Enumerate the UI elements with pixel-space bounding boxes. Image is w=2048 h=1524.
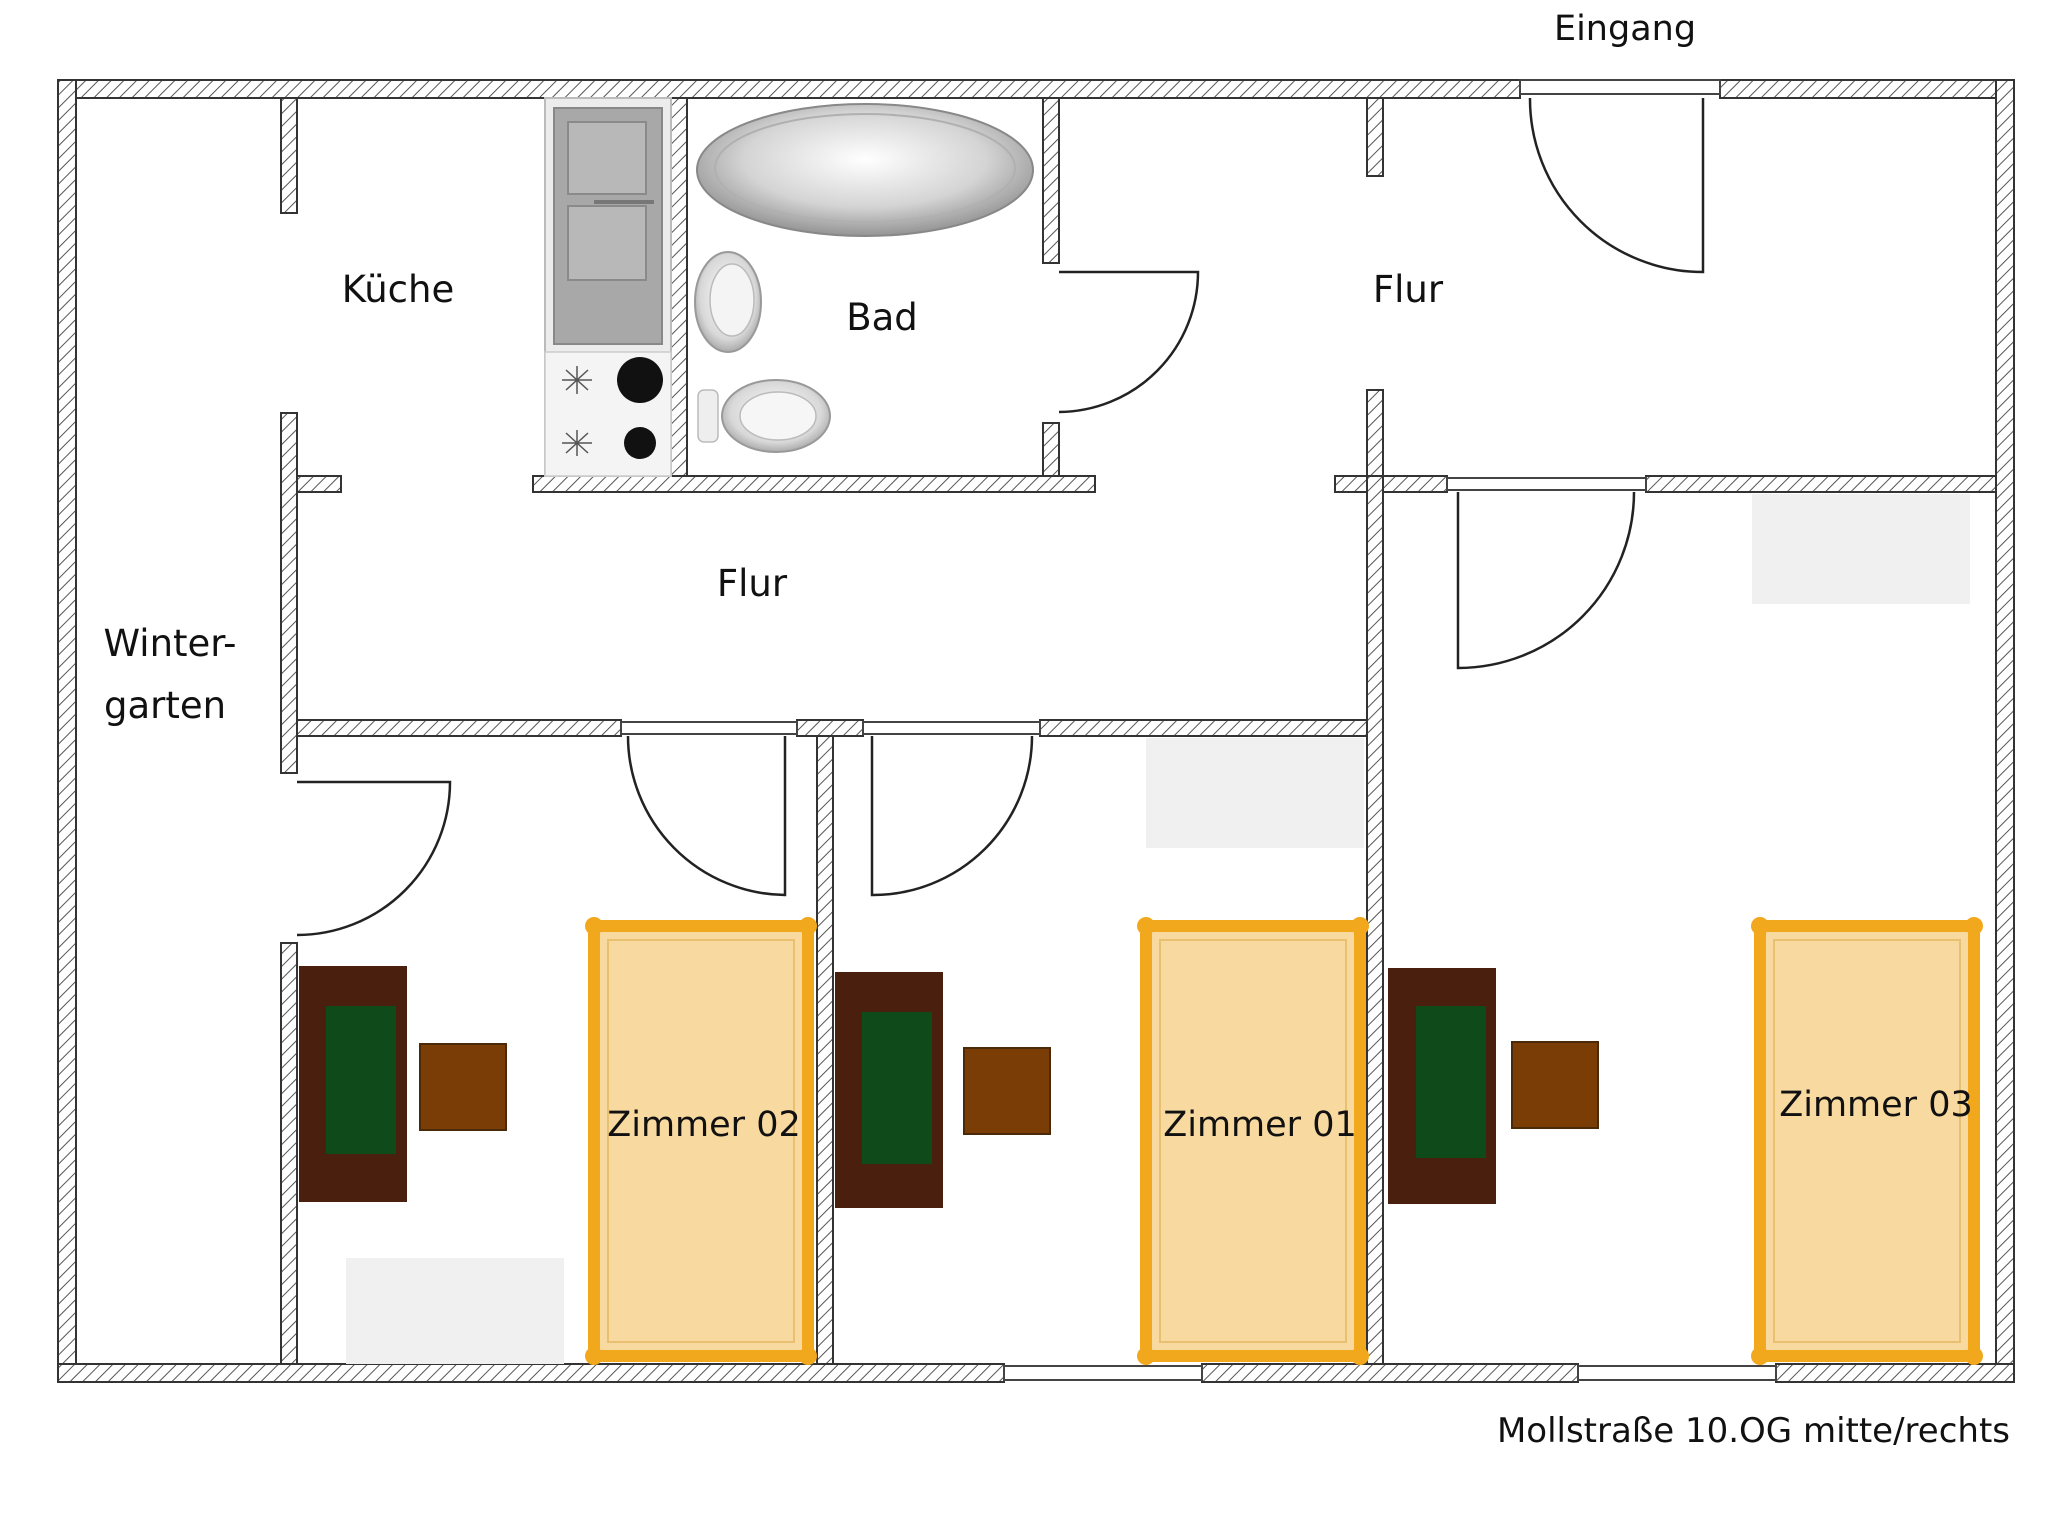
label-room-03: Zimmer 03: [1779, 1085, 1972, 1125]
bed-post: [1965, 917, 1983, 935]
door-room02: [626, 735, 787, 897]
chair: [963, 1047, 1051, 1135]
outer-wall-top-left: [57, 79, 1521, 99]
wall-hall-divider-upper: [1366, 97, 1384, 177]
fridge-door-lower: [567, 205, 647, 281]
toilet-seat: [739, 391, 817, 441]
door-bath: [1058, 270, 1200, 414]
bed-room03: [1751, 917, 1983, 1365]
caption: Mollstraße 10.OG mitte/rechts: [1497, 1411, 2010, 1451]
bed-post: [1351, 1347, 1369, 1365]
bed-post: [1351, 917, 1369, 935]
wall-room02-top-left: [296, 719, 622, 737]
label-hall-lower: Flur: [717, 562, 788, 605]
washbasin-inner: [709, 263, 755, 337]
desk-room03: [1388, 968, 1599, 1204]
wall-bath-right-lower: [1042, 422, 1060, 477]
toilet-tank: [697, 389, 719, 443]
wardrobe-room03: [1752, 494, 1970, 604]
stove-knob-icon-2: [562, 430, 592, 456]
window-bottom-room01: [1003, 1365, 1203, 1381]
bathtub-inner: [714, 113, 1016, 223]
door-room01: [870, 735, 1034, 897]
desk-inner: [862, 1012, 932, 1164]
window-bottom-room03: [1577, 1365, 1777, 1381]
wardrobe-room01: [1146, 738, 1364, 848]
desk-inner: [326, 1006, 396, 1154]
stove-burner-small: [624, 427, 656, 459]
wall-bath-right-upper: [1042, 97, 1060, 264]
chair: [419, 1043, 507, 1131]
door-swings: [296, 97, 1705, 937]
door-frame-room03: [1446, 477, 1647, 491]
door-frame-room02: [620, 721, 798, 735]
wall-room03-top-right: [1645, 475, 1997, 493]
bed-mattress: [607, 939, 795, 1343]
bed-post: [585, 1347, 603, 1365]
wall-wintergarden-upper: [280, 97, 298, 214]
label-hall-upper: Flur: [1373, 268, 1444, 311]
wall-room02-room01: [816, 735, 834, 1365]
wall-corridor-right: [1366, 475, 1384, 1365]
fridge-door-upper: [567, 121, 647, 195]
bed-mattress: [1773, 939, 1961, 1343]
bed-post: [1137, 917, 1155, 935]
desk-room02: [299, 966, 507, 1202]
label-wintergarden-line1: Winter-: [104, 622, 237, 665]
desk-inner: [1416, 1006, 1486, 1158]
label-room-02: Zimmer 02: [607, 1105, 800, 1145]
label-bathroom: Bad: [846, 296, 918, 339]
wall-room02-top-right: [796, 719, 864, 737]
wall-kitchen-bottom-stub: [296, 475, 342, 493]
bed-room02: [585, 917, 817, 1365]
stove-knob-icon: [562, 366, 592, 394]
bed-post: [585, 917, 603, 935]
label-entrance: Eingang: [1554, 9, 1696, 49]
bed-post: [799, 1347, 817, 1365]
bed-post: [1751, 1347, 1769, 1365]
outer-wall-right: [1995, 79, 2015, 1383]
fridge-handle: [594, 200, 654, 204]
label-room-01: Zimmer 01: [1163, 1105, 1356, 1145]
windows: [620, 79, 1777, 1381]
outer-wall-left: [57, 79, 77, 1383]
bed-post: [1965, 1347, 1983, 1365]
door-room03: [1456, 491, 1636, 670]
bed-post: [1137, 1347, 1155, 1365]
outer-wall-bottom-1: [57, 1363, 1005, 1383]
wall-wintergarden-lower: [280, 942, 298, 1365]
wall-kitchen-bath: [670, 97, 688, 477]
entrance-door-frame: [1519, 79, 1721, 95]
door-wintergarden: [296, 780, 452, 937]
outer-wall-bottom-3: [1775, 1363, 2015, 1383]
desk-room01: [835, 972, 1051, 1208]
bed-post: [799, 917, 817, 935]
wall-wintergarden-mid: [280, 412, 298, 774]
kitchen-fixtures: [544, 97, 672, 477]
label-kitchen: Küche: [342, 268, 454, 311]
label-wintergarden-line2: garten: [104, 684, 226, 727]
door-entrance: [1528, 97, 1705, 274]
chair: [1511, 1041, 1599, 1129]
bathtub: [696, 103, 1034, 237]
bath-fixtures: [694, 103, 1034, 453]
wall-room03-top-left: [1382, 475, 1448, 493]
stove-burner-large: [617, 357, 663, 403]
bed-mattress: [1159, 939, 1347, 1343]
wardrobes: [346, 494, 1970, 1364]
door-frame-room01: [862, 721, 1041, 735]
wall-hall-divider-lower: [1366, 389, 1384, 477]
bed-post: [1751, 917, 1769, 935]
walls: [57, 79, 2015, 1383]
outer-wall-top-right: [1719, 79, 2015, 99]
wall-room01-top-right: [1039, 719, 1384, 737]
wardrobe-room02: [346, 1258, 564, 1364]
outer-wall-bottom-2: [1201, 1363, 1579, 1383]
bed-room01: [1137, 917, 1369, 1365]
wall-bath-bottom: [532, 475, 1096, 493]
